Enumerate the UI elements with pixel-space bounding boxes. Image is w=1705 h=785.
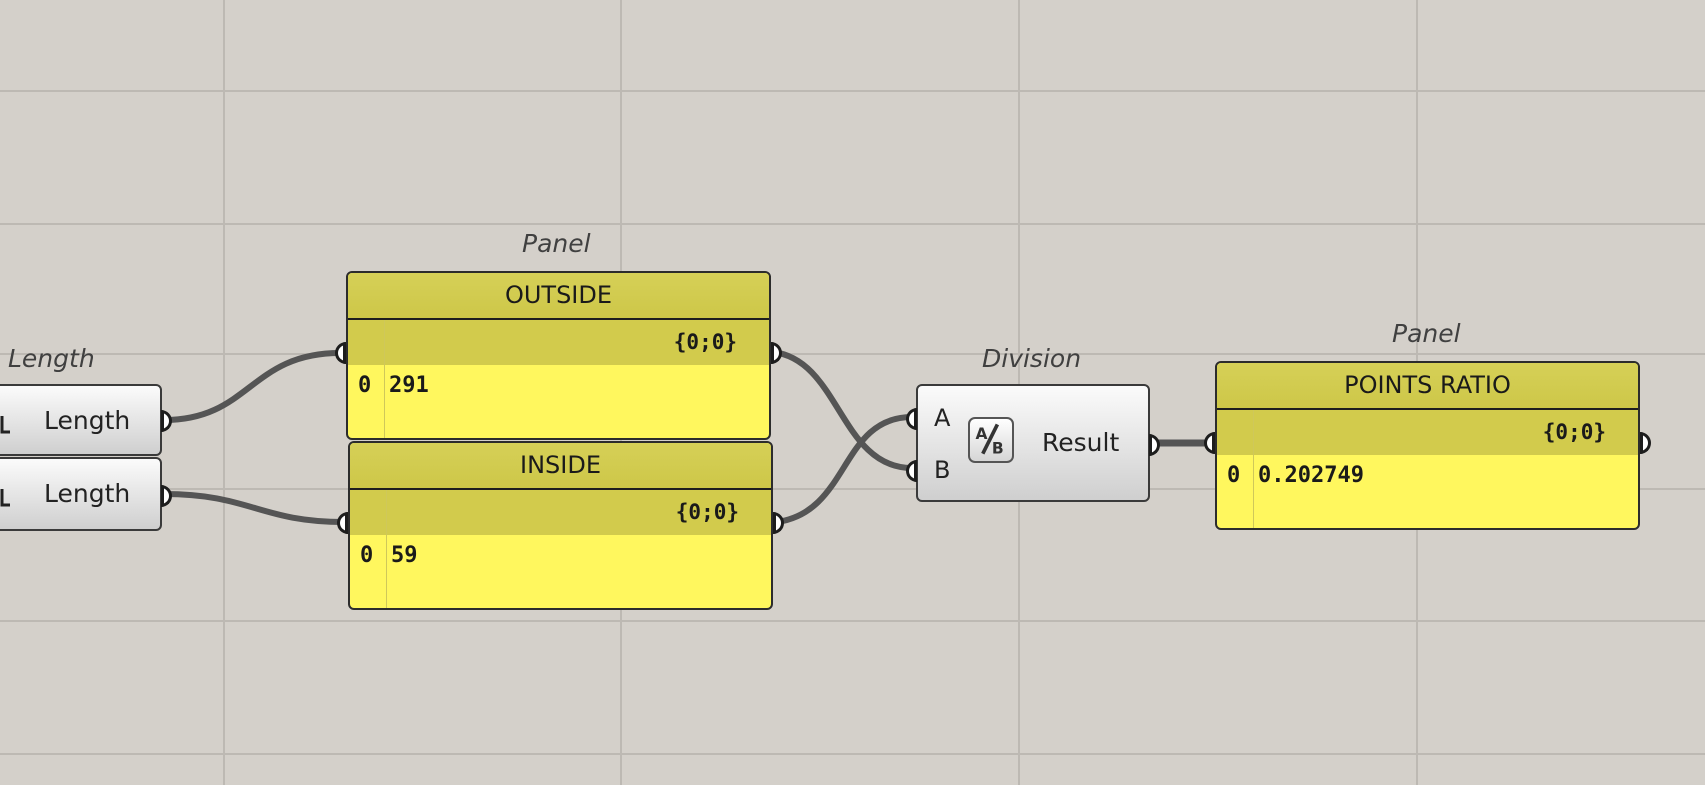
- row-index: 0: [1227, 463, 1241, 488]
- panel-data-path: {0;0}: [1217, 410, 1638, 455]
- a-over-b-icon: A B: [968, 417, 1014, 463]
- grid-line: [0, 90, 1705, 92]
- row-value: 59: [391, 543, 418, 568]
- grid-line: [0, 620, 1705, 622]
- inside-input-grip[interactable]: [337, 512, 348, 534]
- length-caption: Length: [8, 344, 95, 373]
- svg-text:B: B: [992, 440, 1004, 458]
- wire-length1-to-outside: [161, 350, 343, 423]
- grid-line: [0, 223, 1705, 225]
- length-component[interactable]: Length: [0, 457, 172, 531]
- panel-index-gutter: [386, 490, 387, 608]
- panel-title: OUTSIDE: [348, 273, 769, 320]
- result-output-label: Result: [1042, 428, 1120, 457]
- grid-line: [0, 753, 1705, 755]
- outside-panel-caption: Panel: [522, 229, 591, 258]
- row-value: 0.202749: [1258, 463, 1364, 488]
- outside-input-grip[interactable]: [335, 342, 346, 364]
- ratio-input-grip[interactable]: [1204, 432, 1215, 454]
- input-a-label: A: [934, 404, 951, 432]
- ratio-panel-caption: Panel: [1392, 319, 1461, 348]
- length-icon: [0, 489, 10, 507]
- division-component[interactable]: A B A B Result: [906, 384, 1160, 502]
- ratio-output-grip[interactable]: [1640, 432, 1651, 454]
- panel-title: POINTS RATIO: [1217, 363, 1638, 410]
- row-value: 291: [389, 373, 429, 398]
- panel-row: 0 0.202749: [1217, 459, 1638, 493]
- grid-line: [0, 353, 1705, 355]
- input-b-grip[interactable]: [906, 460, 917, 482]
- wire-outside-to-b: [770, 349, 915, 471]
- panel-data-path: {0;0}: [348, 320, 769, 365]
- input-a-grip[interactable]: [906, 408, 917, 430]
- panel-index-gutter: [1253, 410, 1254, 528]
- panel-index-gutter: [384, 320, 385, 438]
- panel-title: INSIDE: [350, 443, 771, 490]
- outside-output-grip[interactable]: [771, 342, 782, 364]
- length-label: Length: [44, 406, 131, 435]
- grid-line: [0, 488, 1705, 490]
- outside-panel[interactable]: OUTSIDE {0;0} 0 291: [346, 271, 771, 440]
- ratio-panel[interactable]: POINTS RATIO {0;0} 0 0.202749: [1215, 361, 1640, 530]
- inside-output-grip[interactable]: [773, 512, 784, 534]
- svg-text:A: A: [975, 425, 987, 443]
- wire-inside-to-a: [774, 414, 915, 525]
- panel-row: 0 291: [348, 369, 769, 403]
- input-b-label: B: [934, 456, 951, 484]
- grid-line: [223, 0, 225, 785]
- inside-panel[interactable]: INSIDE {0;0} 0 59: [348, 441, 773, 610]
- length-output-grip[interactable]: [161, 410, 172, 432]
- length-component[interactable]: Length: [0, 384, 172, 456]
- row-index: 0: [360, 543, 374, 568]
- wire-length2-to-inside: [161, 491, 347, 525]
- row-index: 0: [358, 373, 372, 398]
- panel-data-path: {0;0}: [350, 490, 771, 535]
- panel-row: 0 59: [350, 539, 771, 573]
- length-label: Length: [44, 479, 131, 508]
- result-output-grip[interactable]: [1149, 434, 1160, 456]
- length-output-grip[interactable]: [161, 485, 172, 507]
- division-caption: Division: [982, 344, 1082, 373]
- length-icon: [0, 416, 10, 434]
